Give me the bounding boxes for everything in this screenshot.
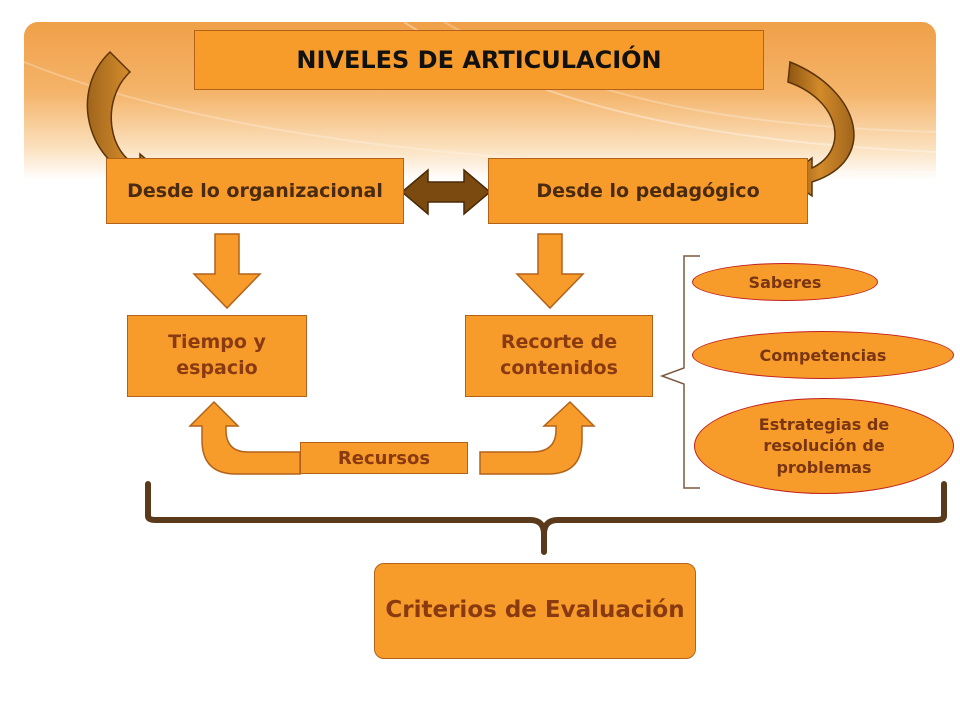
diagram-title: NIVELES DE ARTICULACIÓN [194, 30, 764, 90]
down-arrow-left [192, 233, 262, 310]
uturn-arrow-right [479, 400, 596, 475]
organizational-box: Desde lo organizacional [106, 158, 404, 224]
bracket-recorte [659, 255, 700, 489]
time-space-box: Tiempo y espacio [127, 315, 307, 397]
double-arrow [400, 168, 492, 216]
curly-brace [145, 481, 947, 555]
uturn-arrow-left [188, 400, 301, 475]
content-selection-box: Recorte de contenidos [465, 315, 653, 397]
oval-estrategias: Estrategias de resolución de problemas [694, 398, 954, 494]
evaluation-criteria-box: Criterios de Evaluación [374, 563, 696, 659]
down-arrow-right [515, 233, 585, 310]
oval-saberes: Saberes [692, 263, 878, 301]
pedagogical-box: Desde lo pedagógico [488, 158, 808, 224]
resources-box: Recursos [300, 442, 468, 474]
oval-competencias: Competencias [692, 331, 954, 379]
